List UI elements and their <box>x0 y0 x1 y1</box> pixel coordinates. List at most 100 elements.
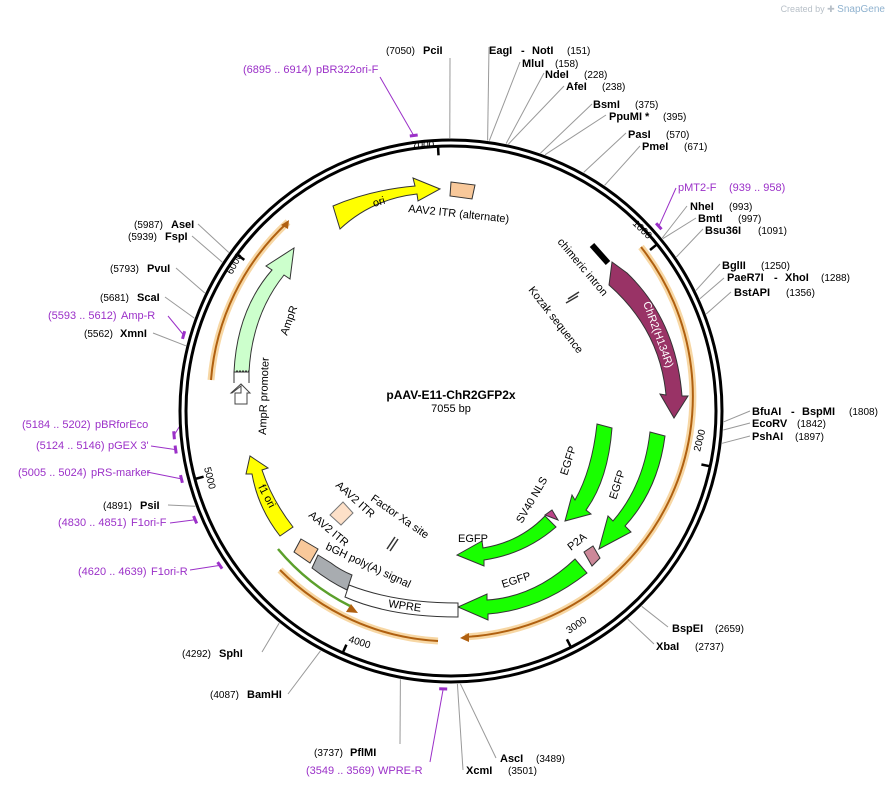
enzyme-pos-bamhi: (4087) <box>210 690 239 701</box>
enzyme-pos-ndei: (228) <box>584 70 607 81</box>
enzyme-leader-line <box>662 217 697 240</box>
primer-marker-prs-marker <box>179 474 184 484</box>
enzyme-leader-line <box>175 267 206 294</box>
enzyme-name-paer7i: PaeR7I <box>727 272 764 284</box>
orf-arrow-bottom <box>346 604 358 613</box>
primer-name-pbrforeco: pBRforEco <box>95 419 148 431</box>
egfp-label-lower: EGFP <box>500 570 532 591</box>
enzyme-leader-line <box>508 85 565 145</box>
tick-label-3000: 3000 <box>565 615 590 637</box>
primer-name-f1ori-f: F1ori-F <box>131 517 167 529</box>
primer-marker-pbr322ori-f <box>409 133 418 138</box>
factor-xa-site-label: Factor Xa site <box>368 493 430 542</box>
enzyme-leader-line <box>487 46 490 141</box>
primer-marker-pmt2-f <box>654 222 663 231</box>
enzyme-separator-eagi-noti: - <box>521 45 525 57</box>
primer-marker-f1ori-r <box>216 561 224 570</box>
tick-mark-1000 <box>649 243 658 251</box>
primer-leader-line-amp-r <box>167 315 184 336</box>
primer-range-amp-r: (5593 .. 5612) <box>48 310 117 322</box>
p2a-label: P2A <box>565 531 589 554</box>
enzyme-pos-xmni: (5562) <box>84 329 113 340</box>
enzyme-leader-line <box>583 132 627 173</box>
wpre-feature <box>344 584 459 618</box>
enzyme-leader-line <box>152 332 187 347</box>
primer-name-wpre-r: WPRE-R <box>378 765 423 777</box>
enzyme-leader-line <box>505 72 545 144</box>
credit-prefix: Created by <box>780 4 825 14</box>
enzyme-pos-psii: (4891) <box>103 501 132 512</box>
orf-arc-bottom <box>279 569 439 642</box>
enzyme-leader-line <box>459 683 497 759</box>
egfp-label-middle: EGFP <box>458 533 488 545</box>
primer-leader-line-wpre-r <box>429 688 444 763</box>
enzyme-name-noti: NotI <box>532 45 553 57</box>
enzyme-leader-line <box>456 683 464 771</box>
f1-ori-feature <box>245 455 294 537</box>
primer-range-pbr322ori-f: (6895 .. 6914) <box>243 64 312 76</box>
enzyme-name-pmei: PmeI <box>642 141 668 153</box>
enzyme-leader-line <box>676 228 704 258</box>
enzyme-name-bstapi: BstAPI <box>734 287 770 299</box>
enzyme-pos-pvui: (5793) <box>110 264 139 275</box>
enzyme-name-pcii: PciI <box>423 45 443 57</box>
enzyme-separator-paer7i-xhoi: - <box>774 272 778 284</box>
enzyme-leader-line <box>661 205 688 239</box>
enzyme-name-psii: PsiI <box>140 500 160 512</box>
enzyme-name-sphi: SphI <box>219 648 243 660</box>
enzyme-name-ppumi: PpuMI * <box>609 111 650 123</box>
enzyme-pos-fspi: (5939) <box>128 232 157 243</box>
ori-label: ori <box>371 195 386 210</box>
enzyme-name-fspi: FspI <box>165 231 188 243</box>
credit-brand: SnapGene <box>837 4 885 15</box>
aav2-itr-feature-lower <box>293 538 319 564</box>
enzyme-name-pasi: PasI <box>628 129 651 141</box>
primer-name-pmt2-f: pMT2-F <box>678 182 717 194</box>
enzyme-pos-mlui: (158) <box>555 59 578 70</box>
orf-arc-left <box>210 221 289 381</box>
enzyme-name-bsu36i: Bsu36I <box>705 225 741 237</box>
enzyme-leader-line <box>261 622 280 653</box>
egfp-feature-middle <box>455 515 557 567</box>
egfp-label-right: EGFP <box>607 469 628 501</box>
enzyme-pos-bmti: (997) <box>738 214 761 225</box>
enzyme-pos-sphi: (4292) <box>182 649 211 660</box>
f1-ori-underline-arc <box>277 548 351 608</box>
enzyme-pos-bsmi: (375) <box>635 100 658 111</box>
kozak-sequence-feature <box>567 291 580 300</box>
enzyme-leader-line <box>167 504 196 507</box>
enzyme-leader-line <box>627 618 655 645</box>
enzyme-leader-line <box>641 605 669 628</box>
enzyme-pos-bsu36i: (1091) <box>758 226 787 237</box>
enzyme-name-bfuai: BfuAI <box>752 406 781 418</box>
enzyme-pos-nhei: (993) <box>729 202 752 213</box>
enzyme-pos-bstapi: (1356) <box>786 288 815 299</box>
aav2-itr-feature-upper <box>329 501 354 526</box>
primer-range-pgex-3: (5124 .. 5146) <box>36 440 105 452</box>
aav2-itr-alternate-feature <box>449 181 476 200</box>
p2a-feature <box>583 545 601 567</box>
enzyme-name-ndei: NdeI <box>545 69 569 81</box>
enzyme-pos-scai: (5681) <box>100 293 129 304</box>
enzyme-pos-bspmi: (1808) <box>849 407 878 418</box>
tick-label-5000: 5000 <box>201 466 217 491</box>
enzyme-pos-bspei: (2659) <box>715 624 744 635</box>
tick-label-4000: 4000 <box>347 634 372 651</box>
enzyme-name-pflmi: PflMI <box>350 747 376 759</box>
wpre-label: WPRE <box>388 598 422 614</box>
egfp-feature-lower <box>456 558 588 621</box>
snapgene-logo-icon: ✚ <box>827 4 835 14</box>
enzyme-leader-line <box>488 61 521 141</box>
chimeric-intron-feature <box>589 243 611 265</box>
tick-label-2000: 2000 <box>692 428 708 453</box>
enzyme-pos-afei: (238) <box>602 82 625 93</box>
enzyme-name-pshai: PshAI <box>752 431 783 443</box>
enzyme-name-bspei: BspEI <box>672 623 703 635</box>
enzyme-pos-ppumi: (395) <box>663 112 686 123</box>
enzyme-name-xmni: XmnI <box>120 328 147 340</box>
enzyme-name-xhoi: XhoI <box>785 272 809 284</box>
orf-arrow-right <box>460 633 469 642</box>
enzyme-name-asei: AseI <box>171 219 194 231</box>
primer-range-pbrforeco: (5184 .. 5202) <box>22 419 91 431</box>
backbone-inner-ring <box>184 144 718 678</box>
